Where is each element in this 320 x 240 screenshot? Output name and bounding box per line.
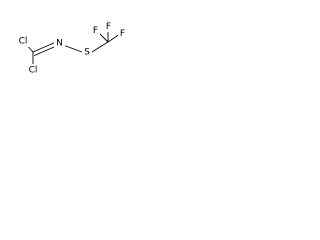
atom-label-cl-bottom: Cl [29,66,38,76]
atom-cl-top: Cl [15,35,31,47]
atom-f-top: F [104,21,113,32]
atom-label-n: N [56,39,63,49]
bond-s-c-cf3 [91,41,109,53]
chemical-structure-diagram: Cl Cl N S F F F [15,21,127,76]
atom-f-right-background [118,28,127,39]
atom-cl-bottom-background [25,64,41,76]
bond-n-s [62,44,83,53]
atom-label-f-left: F [93,26,98,36]
atom-cl-bottom: Cl [25,64,41,76]
atom-label-s: S [84,48,90,58]
atom-s: S [82,46,92,58]
atom-f-top-background [104,21,113,32]
atom-n: N [54,37,65,49]
atom-f-right: F [118,28,127,39]
atom-label-layer: Cl Cl N S F F F [15,21,127,76]
atom-n-background [54,37,65,49]
atom-f-left: F [91,25,100,36]
atom-label-cl-top: Cl [19,37,28,47]
atom-label-f-right: F [120,29,125,39]
atom-s-background [82,46,92,58]
bond-layer [23,29,121,65]
atom-label-f-top: F [106,22,111,32]
bond-c-n-double-a [32,41,57,53]
atom-f-left-background [91,25,100,36]
bond-c-n-double-b [34,45,58,56]
atom-cl-top-background [15,35,31,47]
